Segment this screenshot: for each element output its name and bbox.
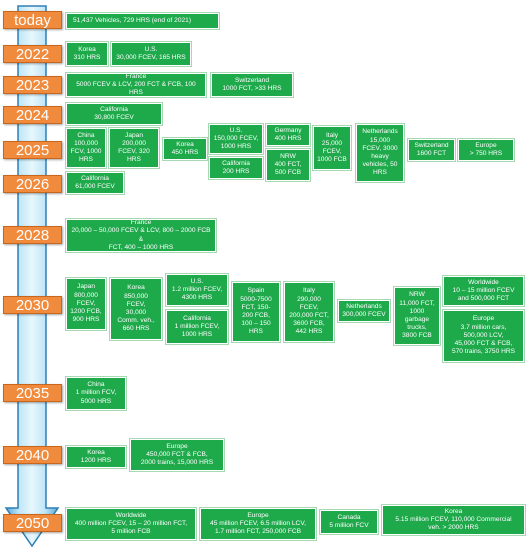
box-2023-switzerland: Switzerland 1000 FCT, >33 HRS — [210, 72, 294, 98]
box-2030-italy: Italy 290,000 FCEV, 200,000 FCT, 3600 FC… — [283, 281, 335, 343]
box-2025-japan: Japan 200,000 FCEV, 320 HRS — [108, 127, 160, 169]
box-2023-france: France 5000 FCEV & LCV, 200 FCT & FCB, 1… — [65, 72, 207, 98]
box-2030-worldwide: Worldwide 10 – 15 million FCEV and 500,0… — [442, 275, 525, 307]
box-2050-europe: Europe 45 million FCEV, 6.5 million LCV,… — [199, 507, 317, 541]
year-label-2026: 2026 — [3, 175, 62, 193]
box-2030-us: U.S. 1.2 million FCEV, 4300 HRS — [165, 273, 229, 307]
box-2050-worldwide: Worldwide 400 million FCEV, 15 – 20 mill… — [65, 507, 197, 541]
year-label-2028: 2028 — [3, 226, 62, 244]
year-label-2040: 2040 — [3, 446, 62, 464]
box-2025-china: China 100,000 FCV, 1000 HRS — [65, 127, 107, 169]
box-2030-japan: Japan 800,000 FCEV, 1200 FCB, 900 HRS — [65, 277, 107, 331]
year-label-2035: 2035 — [3, 384, 62, 402]
year-label-2023: 2023 — [3, 76, 62, 94]
box-2030-korea: Korea 850,000 FCEV, 30,000 Comm. veh., 6… — [109, 277, 163, 341]
box-2030-netherlands: Netherlands 300,000 FCEV — [337, 299, 391, 323]
box-2025-germany: Germany 400 HRS — [265, 123, 311, 147]
box-2025-italy: Italy 25,000 FCEV, 1000 FCB — [312, 125, 352, 171]
box-2050-canada: Canada 5 million FCV — [319, 509, 379, 535]
box-2025-california: California 200 HRS — [208, 156, 264, 180]
box-2026-california: California 61,000 FCEV — [65, 171, 125, 195]
box-2030-california: California 1 million FCEV, 1000 HRS — [165, 309, 229, 345]
box-2030-spain: Spain 5000-7500 FCT, 150- 200 FCB, 100 –… — [231, 281, 281, 343]
box-2025-nrw: NRW 400 FCT, 500 FCB — [265, 148, 311, 182]
box-2040-korea: Korea 1200 HRS — [65, 445, 127, 469]
box-2024-california: California 30,800 FCEV — [65, 102, 163, 126]
box-2028-france: France 20,000 – 50,000 FCEV & LCV, 800 –… — [65, 218, 217, 253]
box-today-vehicles: 51,437 Vehicles, 729 HRS (end of 2021) — [65, 12, 220, 30]
year-label-2050: 2050 — [3, 514, 62, 532]
box-2050-korea: Korea 5.15 million FCEV, 110,000 Commerc… — [381, 504, 526, 536]
box-2030-europe: Europe 3.7 million cars, 500,000 LCV, 45… — [442, 309, 525, 363]
box-2022-us: U.S. 30,000 FCEV, 165 HRS — [110, 41, 192, 67]
year-label-today: today — [3, 11, 62, 29]
box-2040-europe: Europe 450,000 FCT & FCB, 2000 trains, 1… — [129, 438, 225, 472]
year-label-2030: 2030 — [3, 296, 62, 314]
year-label-2025: 2025 — [3, 141, 62, 159]
year-label-2022: 2022 — [3, 45, 62, 63]
box-2025-switzerland: Switzerland 1600 FCT — [407, 138, 456, 162]
box-2035-china: China 1 million FCV, 5000 HRS — [65, 376, 127, 411]
year-label-2024: 2024 — [3, 106, 62, 124]
box-2030-nrw: NRW 11,000 FCT, 1000 garbage trucks, 380… — [393, 286, 441, 346]
box-2025-us: U.S. 150,000 FCEV, 1000 HRS — [208, 123, 264, 155]
box-2025-korea: Korea 450 HRS — [162, 137, 208, 161]
box-2022-korea: Korea 310 HRS — [65, 41, 109, 67]
box-2025-netherlands: Netherlands 15,000 FCEV, 3000 heavy vehi… — [355, 123, 405, 183]
box-2025-europe: Europe > 750 HRS — [457, 138, 515, 162]
